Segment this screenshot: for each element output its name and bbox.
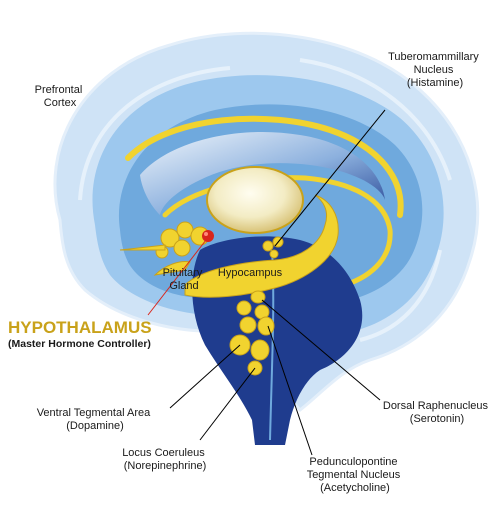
label-ventral: Ventral Tegmental Area (Dopamine) xyxy=(37,407,154,432)
label-dorsal: Dorsal Raphenucleus (Serotonin) xyxy=(383,400,491,425)
leader-ventral xyxy=(169,344,241,409)
leader-pedunculo xyxy=(267,325,313,456)
label-pedunculo: Pedunculopontine Tegmental Nucleus (Acet… xyxy=(307,456,404,494)
label-hypocampus: Hypocampus xyxy=(218,267,283,279)
leader-tubero xyxy=(274,109,386,247)
hippocampus xyxy=(184,194,339,298)
label-locus: Locus Coeruleus (Norepinephrine) xyxy=(122,447,208,472)
label-tubero: Tuberomammillary Nucleus (Histamine) xyxy=(388,51,482,89)
hypothalamus-marker-icon xyxy=(202,230,214,242)
ventricle xyxy=(140,131,385,215)
leader-hypothalamus xyxy=(147,239,207,316)
leader-dorsal xyxy=(261,299,381,401)
label-prefrontal: Prefrontal Cortex xyxy=(35,84,86,109)
outer-cortex-gyri xyxy=(78,58,452,342)
label-hypothalamus-sub: (Master Hormone Controller) xyxy=(8,338,151,350)
label-hypothalamus-title: HYPOTHALAMUS xyxy=(8,318,152,337)
thalamus xyxy=(206,166,304,234)
corpus-callosum xyxy=(125,115,404,218)
leader-locus xyxy=(199,367,256,441)
label-pituitary: Pituitary Gland xyxy=(163,267,206,292)
